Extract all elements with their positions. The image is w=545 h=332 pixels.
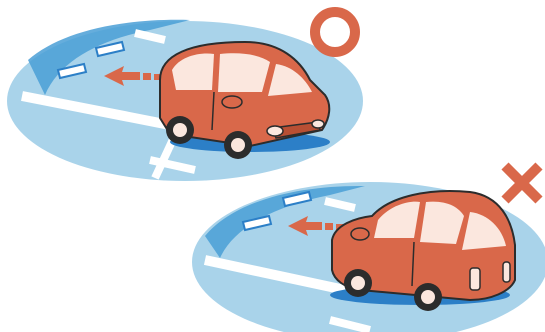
cross-mark-icon: [497, 158, 545, 208]
